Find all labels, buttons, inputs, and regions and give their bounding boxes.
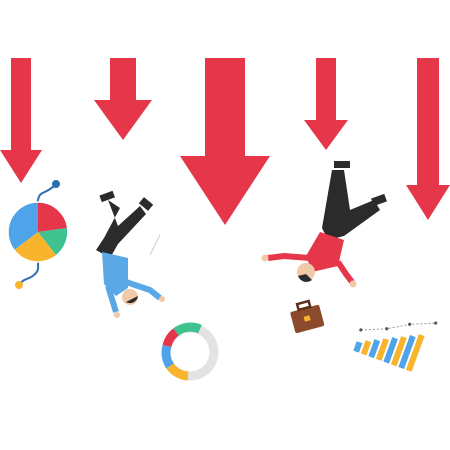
person-arm <box>125 279 162 301</box>
bar-chart-bar <box>398 335 416 370</box>
briefcase-clasp <box>303 315 311 322</box>
person-arm <box>335 260 355 284</box>
bar-chart-bar <box>375 338 390 361</box>
person-legs <box>322 170 380 240</box>
donut-chart-icon <box>161 322 219 381</box>
pie-slice-green <box>38 228 68 255</box>
person-legs <box>96 200 146 258</box>
pie-chart-icon <box>7 180 69 289</box>
bar-chart-bar <box>405 334 425 372</box>
bar-chart-bar <box>368 339 381 359</box>
motion-line <box>149 234 161 256</box>
bar-chart-trend-line <box>360 322 436 331</box>
down-arrow-icon <box>94 58 152 140</box>
bar-chart-trend-point <box>434 321 438 325</box>
bar-chart-bar <box>383 337 398 364</box>
falling-person-icon <box>261 161 387 288</box>
person-hair <box>298 274 312 282</box>
down-arrows-group <box>0 58 450 225</box>
down-arrow-icon <box>0 58 42 183</box>
person-shoe <box>99 190 115 203</box>
person-hair <box>126 296 138 304</box>
donut-segment-blue <box>161 344 174 369</box>
donut-segment-green <box>173 322 202 336</box>
bar-chart-bar <box>353 341 363 353</box>
pie-slice-blue <box>7 202 39 250</box>
person-torso <box>306 232 344 272</box>
pie-swirl-knob <box>52 180 60 188</box>
down-arrow-icon <box>304 58 348 150</box>
pie-swirl-knob <box>15 281 23 289</box>
donut-segment-yellow <box>166 363 189 381</box>
person-hand <box>261 254 269 262</box>
pie-slice-yellow <box>14 232 56 262</box>
bar-chart-trend-point <box>385 327 389 331</box>
person-shoe <box>334 161 350 168</box>
bar-chart-trend-point <box>359 328 363 332</box>
donut-segment-red <box>162 328 179 348</box>
person-shoe <box>371 193 387 207</box>
bar-chart-bar <box>360 340 372 356</box>
pie-slice-red <box>38 202 67 232</box>
person-shoe <box>138 197 154 211</box>
person-arm <box>105 285 119 313</box>
down-arrow-icon <box>406 58 450 220</box>
bar-chart-trend-point <box>408 322 412 326</box>
falling-person-icon <box>96 190 165 318</box>
briefcase-icon <box>290 299 325 334</box>
briefcase-handle <box>295 299 312 312</box>
bar-chart-icon <box>353 321 438 372</box>
pie-outline <box>7 201 69 263</box>
person-hand <box>349 280 357 288</box>
person-arm <box>267 252 311 261</box>
person-hand <box>114 312 120 318</box>
person-torso <box>102 252 128 296</box>
person-hand <box>159 296 165 302</box>
bar-chart-bar <box>390 336 407 367</box>
down-arrow-icon <box>180 58 270 225</box>
